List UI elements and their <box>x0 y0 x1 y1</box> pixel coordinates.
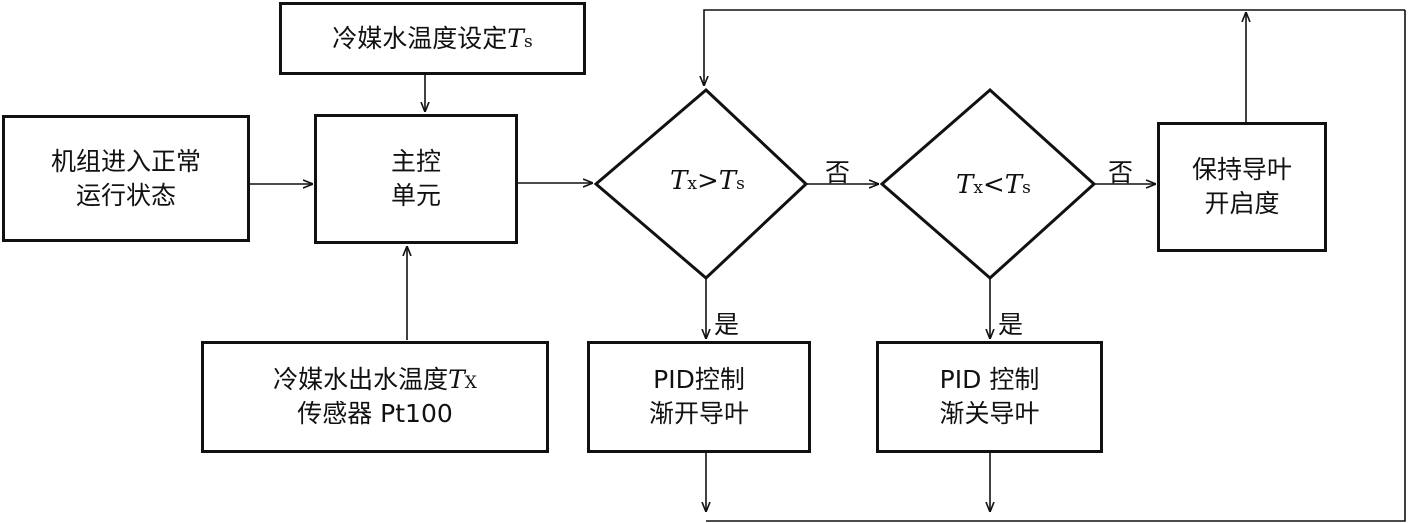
main-control-line2: 单元 <box>390 181 441 210</box>
pid-open-box: PID控制 渐开导叶 <box>587 341 811 453</box>
edge-label-yes-2: 是 <box>998 310 1024 339</box>
edge-label-yes-1: 是 <box>714 310 740 339</box>
pid-open-line1: PID控制 <box>653 365 745 395</box>
decision2-label: Tx<Ts <box>956 170 1031 200</box>
decision-tx-gt-ts <box>593 87 809 281</box>
edge-label-no-1: 否 <box>825 158 851 187</box>
start-state-box: 机组进入正常 运行状态 <box>2 115 250 242</box>
pid-close-box: PID 控制 渐关导叶 <box>876 341 1103 453</box>
sensor-line1: 冷媒水出水温度TX <box>273 365 477 395</box>
main-control-line1: 主控 <box>390 147 441 177</box>
start-line2: 运行状态 <box>75 180 176 210</box>
ts-setting-label: 冷媒水温度设定Ts <box>332 23 533 53</box>
decision-tx-lt-ts <box>879 87 1097 281</box>
main-control-box: 主控 单元 <box>314 114 518 244</box>
return-line-bottom <box>706 10 1406 522</box>
ts-setting-box: 冷媒水温度设定Ts <box>279 2 586 75</box>
pid-open-line2: 渐开导叶 <box>648 399 749 428</box>
hold-line2: 开启度 <box>1204 189 1280 218</box>
hold-line1: 保持导叶 <box>1191 155 1292 185</box>
decision1-label: Tx>Ts <box>670 166 745 196</box>
edge-label-no-2: 否 <box>1108 158 1134 187</box>
sensor-box: 冷媒水出水温度TX 传感器 Pt100 <box>201 341 549 453</box>
pid-close-line1: PID 控制 <box>939 365 1040 395</box>
pid-close-line2: 渐关导叶 <box>939 399 1040 428</box>
sensor-line2: 传感器 Pt100 <box>297 399 453 428</box>
hold-vanes-box: 保持导叶 开启度 <box>1157 122 1327 252</box>
start-line1: 机组进入正常 <box>50 146 201 176</box>
feedback-line-top <box>704 9 1405 86</box>
